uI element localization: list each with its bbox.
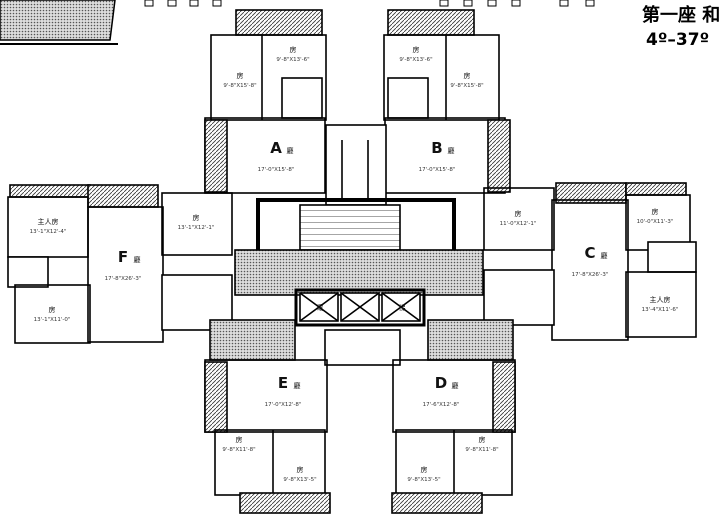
room-label-a-0: 房 [290, 45, 297, 54]
room-dim-a-0: 9'-8"X13'-6" [276, 57, 309, 63]
room-dim-c-1: 10'-0"X11'-3" [637, 219, 674, 225]
room-dim-c-2: 13'-4"X11'-6" [642, 307, 679, 313]
unit-letter-d: D [435, 374, 447, 392]
hall-label-f: 廳 [134, 255, 141, 264]
hall-dim-e: 17'-0"X12'-8" [265, 402, 302, 408]
hall-label-e: 廳 [294, 381, 301, 390]
hall-dim-d: 17'-6"X12'-8" [423, 402, 460, 408]
hall-label-c: 廳 [601, 251, 608, 260]
room-label-f-1: 房 [193, 213, 200, 222]
room-dim-c-0: 11'-0"X12'-1" [500, 221, 537, 227]
room-label-a-1: 房 [237, 71, 244, 80]
room-label-b-0: 房 [413, 45, 420, 54]
hall-label-a: 廳 [287, 146, 294, 155]
unit-letter-c: C [584, 244, 595, 262]
unit-letter-b: B [431, 139, 442, 157]
room-dim-f-2: 13'-1"X11'-0" [34, 317, 71, 323]
unit-letter-a: A [270, 139, 282, 157]
building-title: 第一座 和 [642, 4, 720, 26]
room-dim-e-0: 9'-8"X11'-8" [222, 447, 255, 453]
room-label-e-0: 房 [236, 435, 243, 444]
room-label-e-1: 房 [297, 465, 304, 474]
site-fragment [0, 0, 595, 45]
room-label-c-2: 主人房 [650, 295, 671, 304]
room-dim-e-1: 9'-8"X13'-5" [283, 477, 316, 483]
room-dim-f-0: 13'-1"X12'-4" [30, 229, 67, 235]
room-label-d-0: 房 [479, 435, 486, 444]
hall-dim-c: 17'-8"X26'-3" [572, 272, 609, 278]
floor-range: 4º–37º [646, 30, 709, 50]
hall-dim-a: 17'-0"X15'-8" [258, 167, 295, 173]
room-label-f-2: 房 [49, 305, 56, 314]
unit-letter-e: E [278, 374, 288, 392]
plan-walls [7, 9, 697, 514]
room-dim-b-1: 9'-8"X15'-8" [450, 83, 483, 89]
hall-dim-b: 17'-0"X15'-8" [419, 167, 456, 173]
hall-label-d: 廳 [452, 381, 459, 390]
room-dim-f-1: 13'-1"X12'-1" [178, 225, 215, 231]
room-dim-d-1: 9'-8"X13'-5" [407, 477, 440, 483]
room-dim-a-1: 9'-8"X15'-8" [223, 83, 256, 89]
room-label-c-1: 房 [652, 207, 659, 216]
lift-label-1: 電 [317, 304, 324, 312]
room-label-c-0: 房 [515, 209, 522, 218]
room-dim-d-0: 9'-8"X11'-8" [465, 447, 498, 453]
room-label-b-1: 房 [464, 71, 471, 80]
hall-dim-f: 17'-8"X26'-3" [105, 276, 142, 282]
unit-letter-f: F [118, 248, 128, 266]
lift-label-2: 梯 [399, 303, 406, 312]
room-dim-b-0: 9'-8"X13'-6" [399, 57, 432, 63]
room-label-f-0: 主人房 [38, 217, 59, 226]
hall-label-b: 廳 [448, 146, 455, 155]
room-label-d-1: 房 [421, 465, 428, 474]
